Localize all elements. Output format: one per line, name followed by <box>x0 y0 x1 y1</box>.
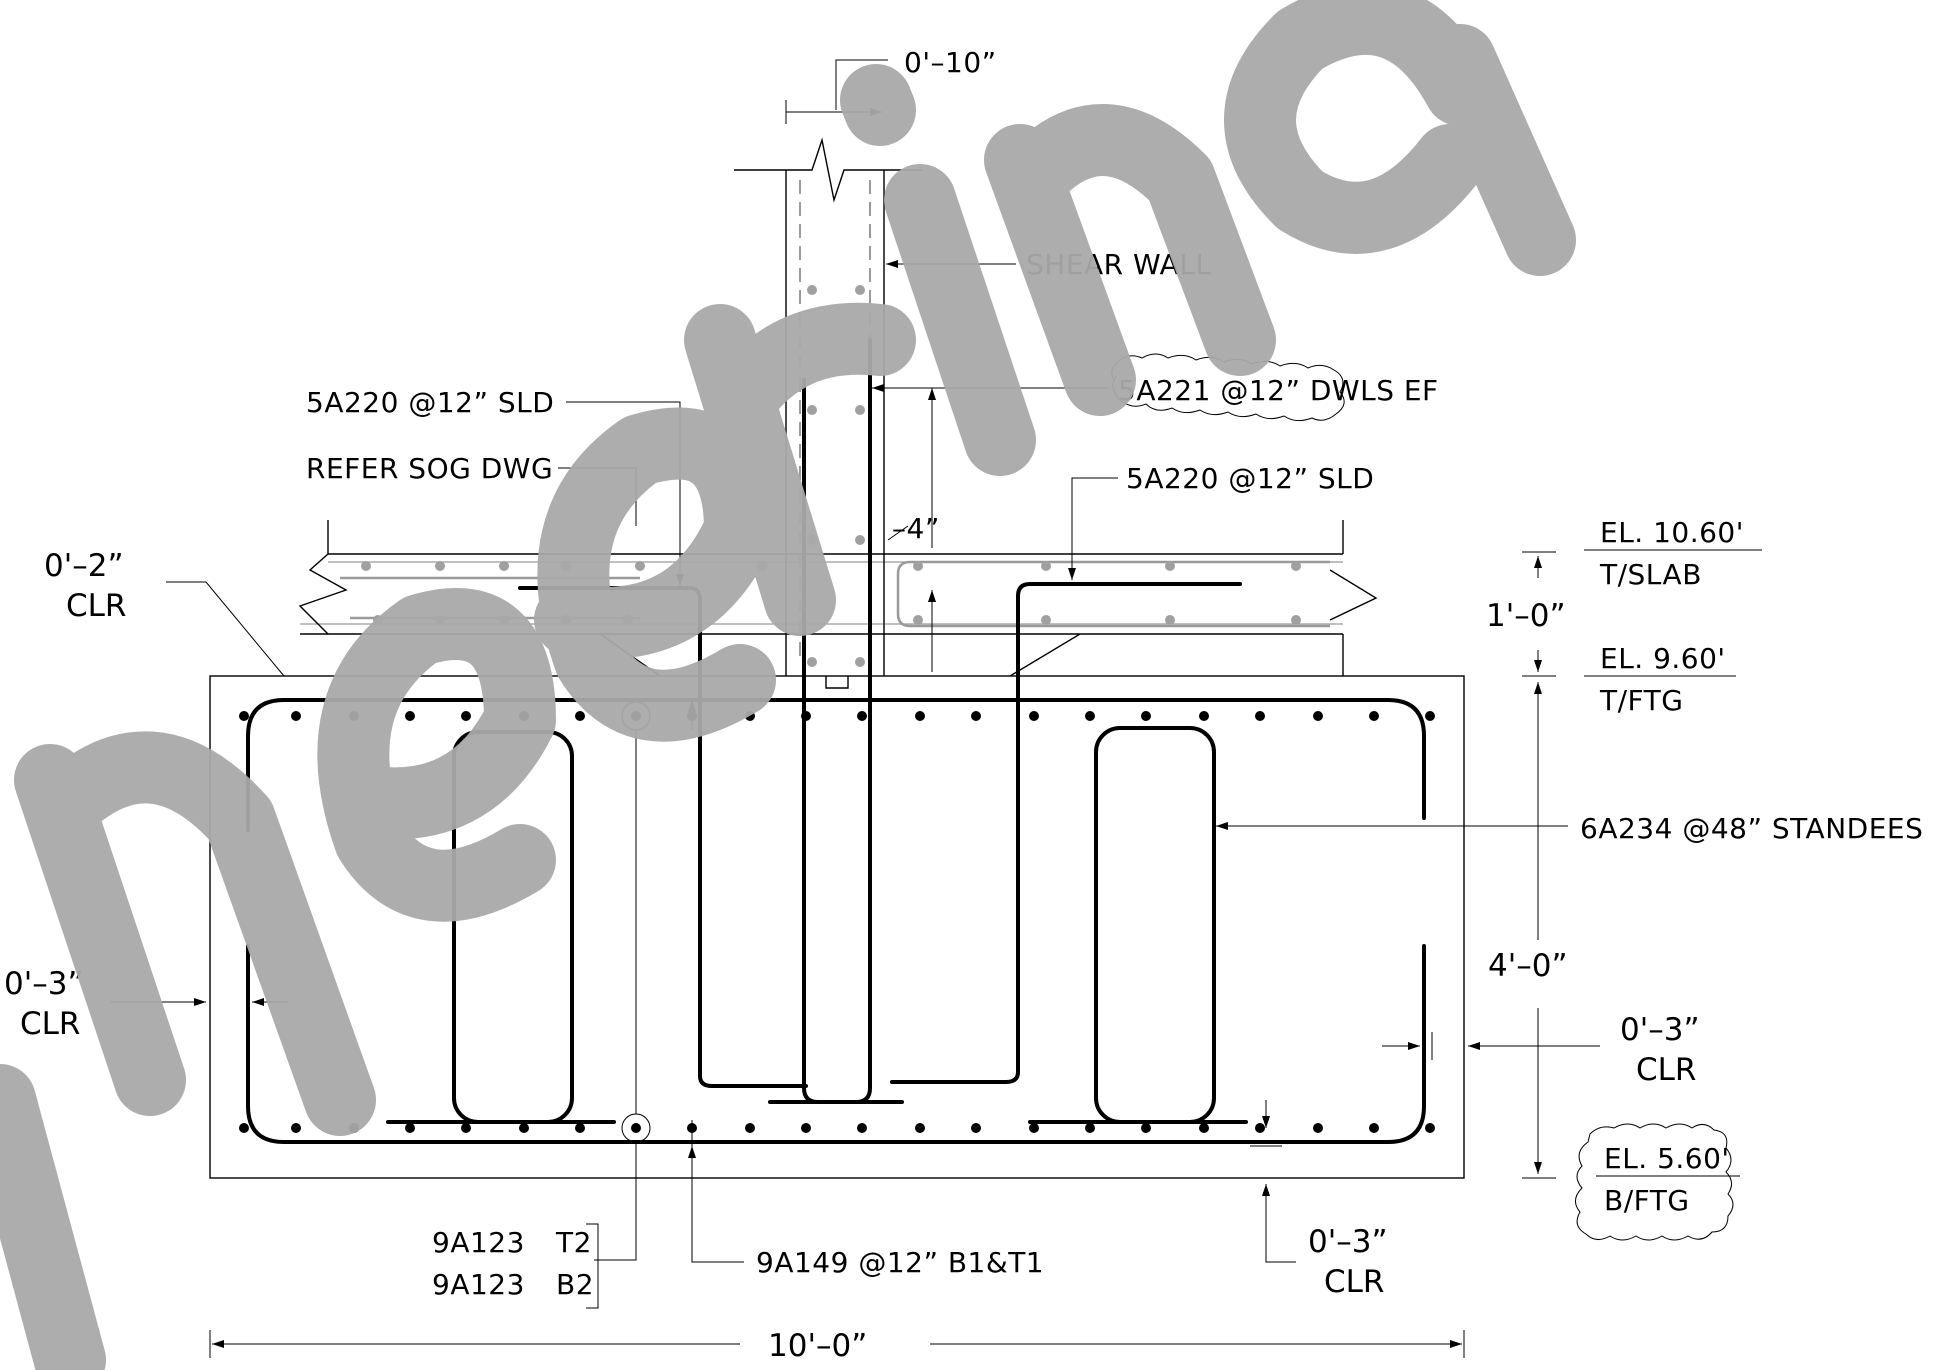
clear-cover-top-dim: 0'–2” <box>44 548 124 584</box>
transverse-bars-label: 9A149 @12” B1&T1 <box>756 1246 1044 1279</box>
bottom-elevation-cloud <box>1575 1123 1734 1241</box>
clear-cover-left-text: CLR <box>20 1006 80 1042</box>
sld-left-label: 5A220 @12” SLD <box>306 386 554 419</box>
wall-thickness-label: 0'–10” <box>904 46 997 79</box>
bottom-bars-tag: B2 <box>556 1268 594 1301</box>
bottom-bar-dots <box>239 1123 1435 1133</box>
sld-right-label: 5A220 @12” SLD <box>1126 462 1374 495</box>
footing-top-elevation-value: EL. 9.60' <box>1600 642 1726 675</box>
slab-elevation-name: T/SLAB <box>1599 558 1702 591</box>
footing-top-elevation-name: T/FTG <box>1599 684 1683 717</box>
clear-cover-left-dim: 0'–3” <box>4 966 84 1002</box>
dowels-label: 5A221 @12” DWLS EF <box>1118 374 1439 407</box>
bottom-elevation-value: EL. 5.60' <box>1604 1142 1730 1175</box>
clear-cover-right-dim: 0'–3” <box>1620 1012 1700 1048</box>
clear-cover-bottom-text: CLR <box>1324 1264 1384 1300</box>
clear-cover-right-text: CLR <box>1636 1052 1696 1088</box>
top-bar-dots <box>239 711 1435 721</box>
footing-outline <box>209 675 1465 1179</box>
bottom-bars-label: 9A123 <box>432 1268 525 1301</box>
top-bars-label: 9A123 <box>432 1226 525 1259</box>
standees-label: 6A234 @48” STANDEES <box>1580 812 1923 845</box>
slab-thickness-dim: 1'–0” <box>1486 598 1566 634</box>
dowel-revision-cloud <box>1111 353 1345 422</box>
refer-sog-label: REFER SOG DWG <box>306 452 553 485</box>
footing-width-dim: 10'–0” <box>768 1328 867 1364</box>
footing-depth-dim: 4'–0” <box>1488 948 1568 984</box>
watermark <box>0 0 1576 1370</box>
top-bars-tag: T2 <box>555 1226 592 1259</box>
clear-cover-top-text: CLR <box>66 588 126 624</box>
slab-elevation-value: EL. 10.60' <box>1600 516 1744 549</box>
lap-length-label: –4” <box>892 512 940 545</box>
bottom-elevation-name: B/FTG <box>1604 1184 1690 1217</box>
clear-cover-bottom-dim: 0'–3” <box>1308 1224 1388 1260</box>
